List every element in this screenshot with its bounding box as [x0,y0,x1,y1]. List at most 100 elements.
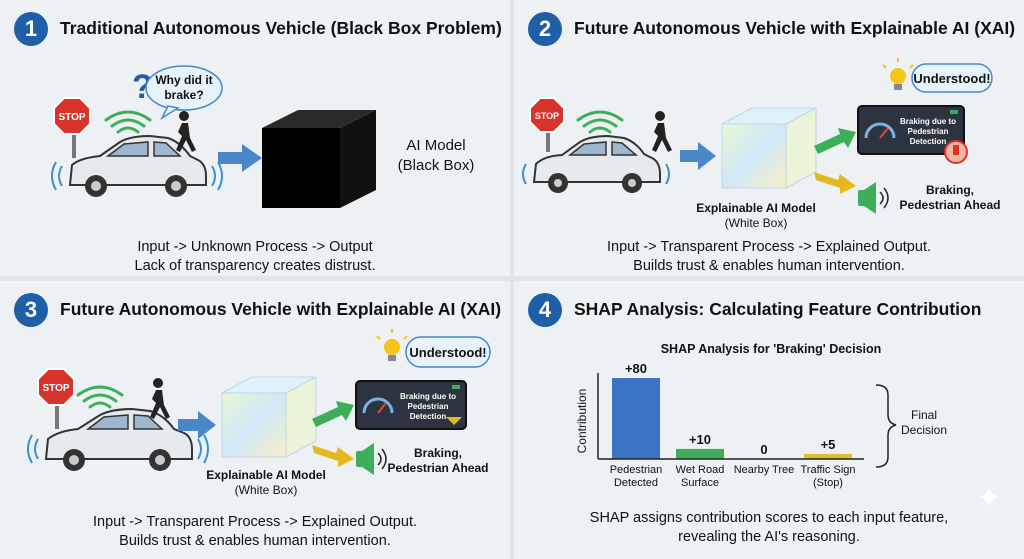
panel-2-illustration: STOP [522,58,1000,230]
category-label-3-0: Traffic Sign [800,464,855,476]
bubble-line-2: brake? [164,88,203,102]
model-label-line-2: (Black Box) [398,157,475,174]
speech-bubble: Understood! [405,336,491,368]
stop-sign-icon: STOP [529,97,565,152]
arrow-green-icon [814,128,856,154]
black-box-cube-icon [262,110,376,208]
panel-caption: Input -> Transparent Process -> Explaine… [0,513,510,551]
warning-pedestrian-icon [944,140,968,164]
arrow-green-icon [312,401,354,427]
category-label-2-0: Nearby Tree [734,464,795,476]
wifi-signal-icon [104,110,152,134]
wifi-signal-icon [76,385,124,409]
panel-title: Future Autonomous Vehicle with Explainab… [574,18,1016,38]
pedestrian-icon [150,378,170,419]
panel-caption: Input -> Unknown Process -> Output Lack … [0,238,510,276]
screen-line-3: Detection [910,137,947,146]
bar-1 [676,448,724,459]
screen-line-2: Pedestrian [408,402,449,411]
speaker-icon [356,443,387,475]
panel-caption: SHAP assigns contribution scores to each… [514,509,1024,547]
panel-title: Traditional Autonomous Vehicle (Black Bo… [60,18,502,38]
panel-1: 1 Traditional Autonomous Vehicle (Black … [0,0,510,276]
value-label-3: +5 [821,437,836,452]
pedestrian-icon [176,111,196,152]
panel-number-badge: 4 [528,293,562,327]
caption-line-2: revealing the AI's reasoning. [678,529,860,545]
dashboard-screen: Braking due to Pedestrian Detection [857,105,965,155]
panel-title: Future Autonomous Vehicle with Explainab… [60,299,502,319]
glass-cube-icon [221,376,317,458]
gauge-icon [864,122,896,139]
panel-4: 4 SHAP Analysis: Calculating Feature Con… [514,281,1024,559]
wifi-signal-icon [576,110,624,134]
bar-3 [804,453,852,459]
bubble-label: Understood! [913,71,990,86]
stop-sign-label: STOP [42,383,69,394]
model-label-line-2: (White Box) [235,483,298,497]
sensor-waves-icon [522,163,670,185]
value-label-1: +10 [689,432,711,447]
category-label-1-0: Wet Road [676,464,725,476]
bar-0 [612,378,660,459]
screen-line-1: Braking due to [400,392,456,401]
dashboard-screen: Braking due to Pedestrian Detection [355,380,467,430]
model-label-line-2: (White Box) [725,216,788,230]
y-axis-label: Contribution [575,389,589,454]
panel-3: 3 Future Autonomous Vehicle with Explain… [0,281,510,559]
car-icon [532,134,661,193]
glass-cube-icon [721,107,817,189]
panel-number-badge: 1 [14,12,48,46]
axes [597,373,864,460]
category-label-0-1: Detected [614,477,658,489]
question-mark-icon: ? [132,68,153,106]
value-label-0: +80 [625,361,647,376]
screen-line-1: Braking due to [900,117,956,126]
caption-line-1: Input -> Transparent Process -> Explaine… [606,239,931,255]
sensor-waves-icon [51,161,223,191]
model-label-line-1: Explainable AI Model [206,468,326,482]
lightbulb-icon [376,329,408,361]
panel-number-badge: 2 [528,12,562,46]
chart-title: SHAP Analysis for 'Braking' Decision [661,342,882,356]
category-label-0-0: Pedestrian [610,464,663,476]
final-decision-line-2: Decision [901,423,947,437]
stop-sign-label: STOP [535,111,559,121]
caption-line-2: Lack of transparency creates distrust. [134,258,376,274]
bubble-line-1: Why did it [155,73,212,87]
arrow-right-icon [218,144,262,172]
panel-caption: Input -> Transparent Process -> Explaine… [514,238,1024,276]
stop-sign-icon: STOP [53,97,91,158]
screen-line-2: Pedestrian [908,127,949,136]
caption-line-1: SHAP assigns contribution scores to each… [589,510,949,526]
arrow-right-icon [680,142,716,170]
panel-title: SHAP Analysis: Calculating Feature Contr… [574,299,982,319]
caption-line-2: Builds trust & enables human interventio… [633,258,905,274]
caption-line-2: Builds trust & enables human interventio… [119,533,391,549]
model-label-line-1: AI Model [406,137,465,154]
panel-number-badge: 3 [14,293,48,327]
category-label-3-1: (Stop) [813,477,843,489]
caption-line-1: Input -> Transparent Process -> Explaine… [92,514,417,530]
car-icon [68,134,207,197]
panel-2: 2 Future Autonomous Vehicle with Explain… [514,0,1024,276]
arrow-yellow-icon [814,172,856,194]
audio-label-line-1: Braking, [414,446,462,460]
audio-label-line-1: Braking, [926,183,974,197]
arrow-yellow-icon [312,445,354,467]
car-icon [44,407,193,471]
screen-line-3: Detection [410,412,447,421]
sparkle-icon [979,487,999,507]
bubble-label: Understood! [409,345,486,360]
brace-icon [875,384,897,468]
model-label-line-1: Explainable AI Model [696,201,816,215]
audio-label-line-2: Pedestrian Ahead [388,461,489,475]
sensor-waves-icon [27,434,209,464]
speech-bubble: Why did it brake? [145,65,223,121]
pedestrian-icon [652,111,672,152]
warning-icon [446,417,462,425]
lightbulb-icon [882,58,914,90]
caption-line-1: Input -> Unknown Process -> Output [137,239,373,255]
speaker-icon [858,182,889,214]
